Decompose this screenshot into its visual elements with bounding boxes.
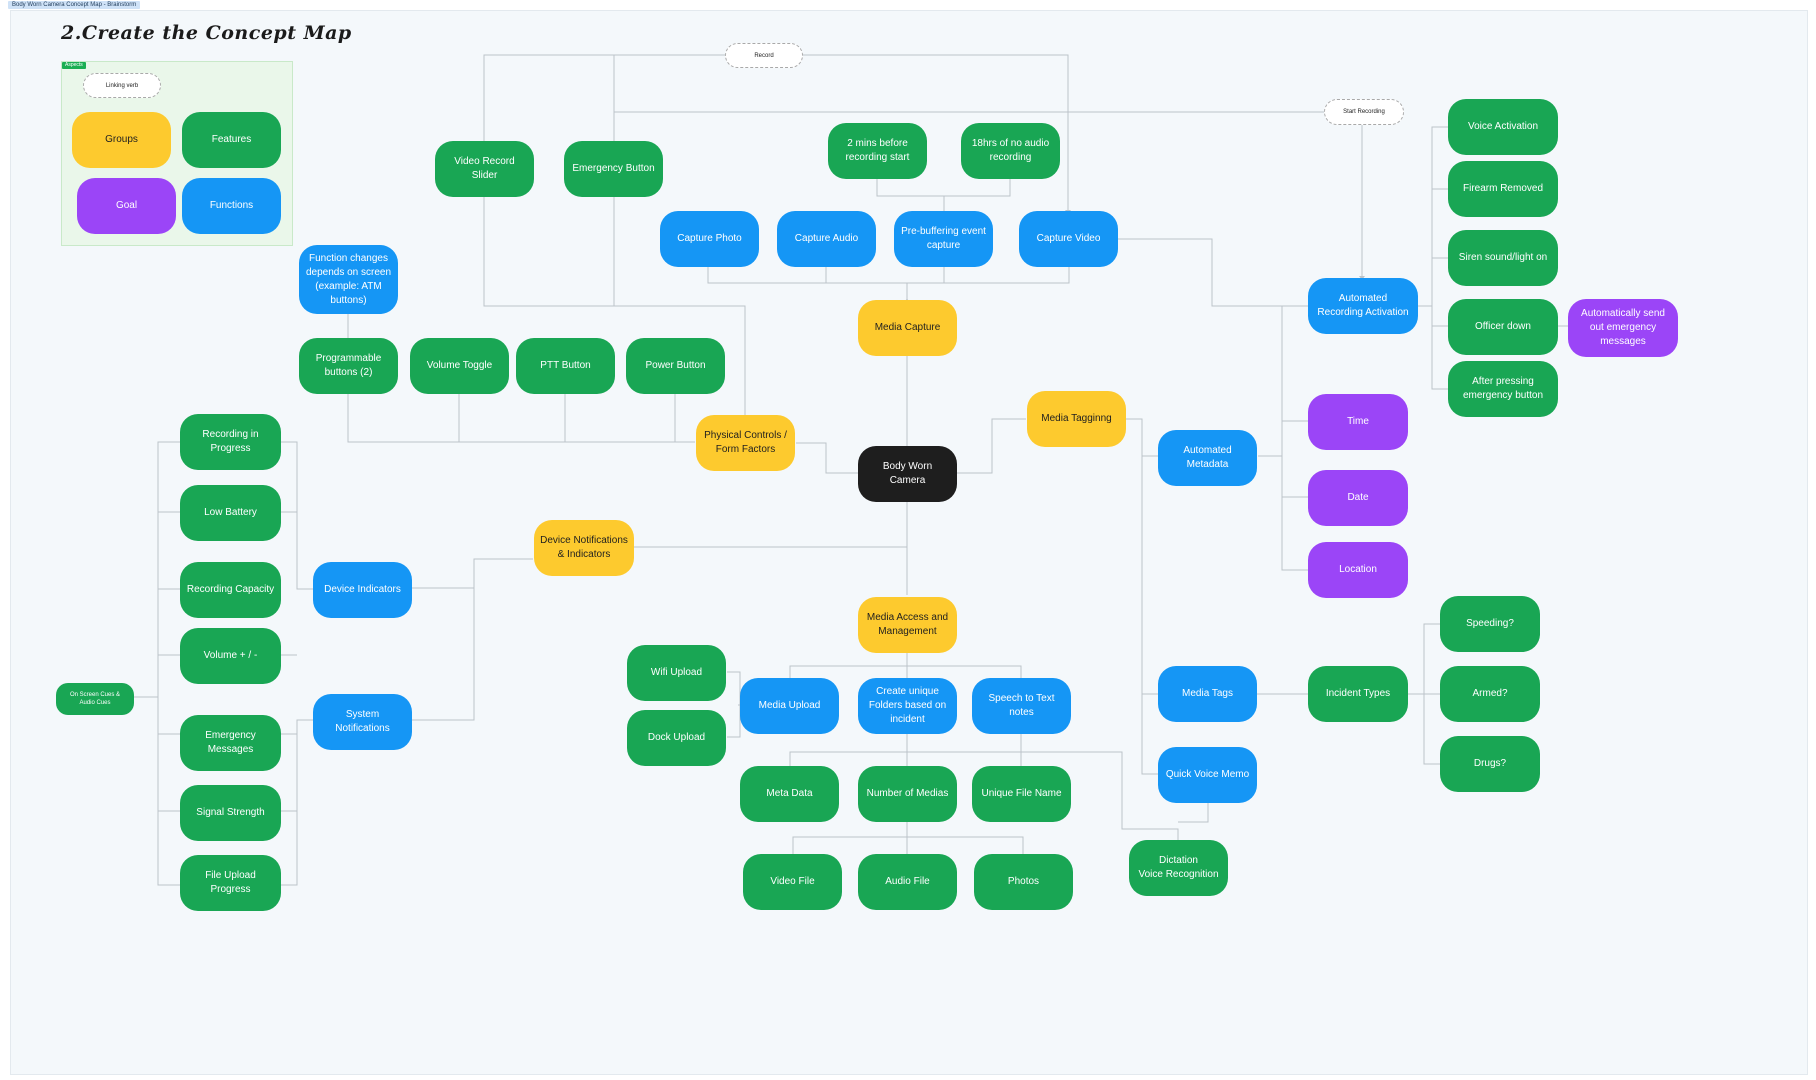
record-link-label[interactable]: Record (725, 43, 803, 68)
node-capture-photo[interactable]: Capture Photo (660, 211, 759, 267)
node-device-notifications[interactable]: Device Notifications & Indicators (534, 520, 634, 576)
node-body-worn-camera[interactable]: Body Worn Camera (858, 446, 957, 502)
node-volume[interactable]: Volume + / - (180, 628, 281, 684)
board-tab[interactable]: Body Worn Camera Concept Map - Brainstor… (8, 1, 141, 9)
node-recording-in-progress[interactable]: Recording in Progress (180, 414, 281, 470)
node-media-tagging[interactable]: Media Tagginng (1027, 391, 1126, 447)
legend-tag: Aspects (62, 62, 86, 69)
node-date[interactable]: Date (1308, 470, 1408, 526)
node-armed[interactable]: Armed? (1440, 666, 1540, 722)
legend-functions[interactable]: Functions (182, 178, 281, 234)
node-dictation[interactable]: Dictation Voice Recognition (1129, 840, 1228, 896)
node-two-mins-before[interactable]: 2 mins before recording start (828, 123, 927, 179)
node-quick-voice-memo[interactable]: Quick Voice Memo (1158, 747, 1257, 803)
node-video-record-slider[interactable]: Video Record Slider (435, 141, 534, 197)
node-officer-down[interactable]: Officer down (1448, 299, 1558, 355)
node-automated-metadata[interactable]: Automated Metadata (1158, 430, 1257, 486)
node-emergency-button[interactable]: Emergency Button (564, 141, 663, 197)
node-media-upload[interactable]: Media Upload (740, 678, 839, 734)
node-dock-upload[interactable]: Dock Upload (627, 710, 726, 766)
page-title: 2.Create the Concept Map (61, 22, 352, 44)
node-ptt-button[interactable]: PTT Button (516, 338, 615, 394)
node-firearm-removed[interactable]: Firearm Removed (1448, 161, 1558, 217)
node-unique-file-name[interactable]: Unique File Name (972, 766, 1071, 822)
node-recording-capacity[interactable]: Recording Capacity (180, 562, 281, 618)
node-emergency-messages[interactable]: Emergency Messages (180, 715, 281, 771)
node-audio-file[interactable]: Audio File (858, 854, 957, 910)
node-media-capture[interactable]: Media Capture (858, 300, 957, 356)
node-media-access[interactable]: Media Access and Management (858, 597, 957, 653)
legend-goal[interactable]: Goal (77, 178, 176, 234)
node-device-indicators[interactable]: Device Indicators (313, 562, 412, 618)
node-capture-video[interactable]: Capture Video (1019, 211, 1118, 267)
legend-linking-verb[interactable]: Linking verb (83, 73, 161, 98)
node-incident-types[interactable]: Incident Types (1308, 666, 1408, 722)
node-speech-to-text[interactable]: Speech to Text notes (972, 678, 1071, 734)
node-wifi-upload[interactable]: Wifi Upload (627, 645, 726, 701)
node-video-file[interactable]: Video File (743, 854, 842, 910)
node-auto-send-emergency[interactable]: Automatically send out emergency message… (1568, 299, 1678, 357)
node-photos[interactable]: Photos (974, 854, 1073, 910)
node-after-pressing-emergency[interactable]: After pressing emergency button (1448, 361, 1558, 417)
node-power-button[interactable]: Power Button (626, 338, 725, 394)
node-speeding[interactable]: Speeding? (1440, 596, 1540, 652)
node-voice-activation[interactable]: Voice Activation (1448, 99, 1558, 155)
legend-features[interactable]: Features (182, 112, 281, 168)
node-on-screen-cues[interactable]: On Screen Cues & Audio Cues (56, 683, 134, 715)
node-system-notifications[interactable]: System Notifications (313, 694, 412, 750)
legend-groups[interactable]: Groups (72, 112, 171, 168)
node-volume-toggle[interactable]: Volume Toggle (410, 338, 509, 394)
node-drugs[interactable]: Drugs? (1440, 736, 1540, 792)
node-meta-data[interactable]: Meta Data (740, 766, 839, 822)
node-media-tags[interactable]: Media Tags (1158, 666, 1257, 722)
node-capture-audio[interactable]: Capture Audio (777, 211, 876, 267)
node-function-changes[interactable]: Function changes depends on screen (exam… (299, 245, 398, 314)
node-no-audio-recording[interactable]: 18hrs of no audio recording (961, 123, 1060, 179)
node-siren-sound[interactable]: Siren sound/light on (1448, 230, 1558, 286)
node-physical-controls[interactable]: Physical Controls / Form Factors (696, 415, 795, 471)
node-file-upload-progress[interactable]: File Upload Progress (180, 855, 281, 911)
node-programmable-buttons[interactable]: Programmable buttons (2) (299, 338, 398, 394)
node-location[interactable]: Location (1308, 542, 1408, 598)
node-time[interactable]: Time (1308, 394, 1408, 450)
node-number-of-medias[interactable]: Number of Medias (858, 766, 957, 822)
node-create-folders[interactable]: Create unique Folders based on incident (858, 678, 957, 734)
node-automated-recording-activation[interactable]: Automated Recording Activation (1308, 278, 1418, 334)
node-low-battery[interactable]: Low Battery (180, 485, 281, 541)
node-signal-strength[interactable]: Signal Strength (180, 785, 281, 841)
start-recording-link-label[interactable]: Start Recording (1324, 99, 1404, 125)
node-prebuffering[interactable]: Pre-buffering event capture (894, 211, 993, 267)
